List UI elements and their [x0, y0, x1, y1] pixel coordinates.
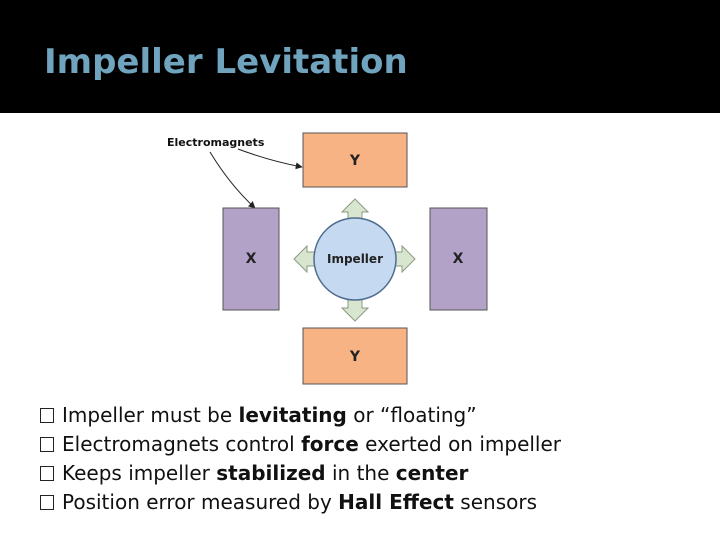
bullet-list: Impeller must be levitating or “floating… — [40, 401, 710, 517]
magnet-y-top — [302, 132, 408, 188]
magnet-y-top-label: Y — [349, 153, 361, 169]
bullet-item: Electromagnets control force exerted on … — [40, 430, 710, 459]
bullet-item: Impeller must be levitating or “floating… — [40, 401, 710, 430]
magnet-x-left-label: X — [246, 251, 257, 267]
electromagnets-label: Electromagnets — [167, 136, 265, 149]
bullet-box-icon — [40, 466, 54, 481]
impeller-circle — [313, 217, 397, 301]
impeller-label: Impeller — [327, 252, 383, 266]
magnet-x-right — [429, 207, 488, 311]
callout-arrow-left — [209, 151, 256, 209]
magnet-y-bottom-label: Y — [349, 349, 361, 365]
magnet-y-bottom — [302, 327, 408, 385]
bullet-item: Keeps impeller stabilized in the center — [40, 459, 710, 488]
magnet-x-right-label: X — [453, 251, 464, 267]
callout-arrow-top — [237, 148, 303, 170]
arrow-down — [340, 298, 370, 322]
bullet-box-icon — [40, 437, 54, 452]
slide-title: Impeller Levitation — [44, 42, 408, 82]
bullet-item: Position error measured by Hall Effect s… — [40, 488, 710, 517]
title-bar: Impeller Levitation — [0, 0, 720, 113]
bullet-box-icon — [40, 408, 54, 423]
magnet-x-left — [222, 207, 280, 311]
bullet-box-icon — [40, 495, 54, 510]
diagram-svg: Electromagnets Y Y X X Impeller — [167, 132, 488, 385]
levitation-diagram: Electromagnets Y Y X X Impeller — [150, 125, 510, 390]
arrow-left — [293, 244, 317, 274]
